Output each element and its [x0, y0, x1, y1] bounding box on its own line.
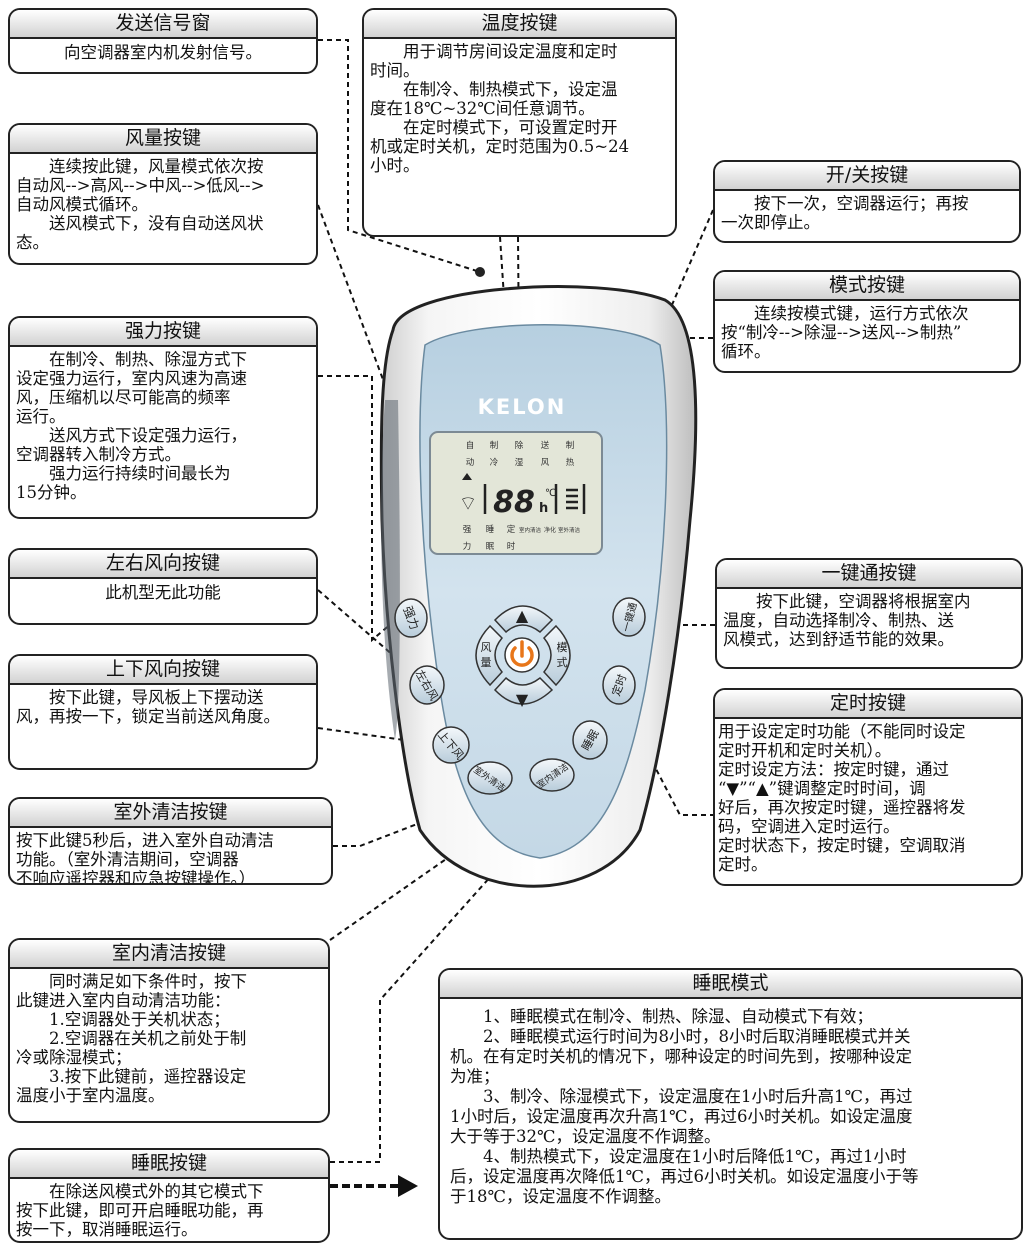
up-button	[493, 605, 554, 634]
mode-label-1: 模	[557, 641, 568, 654]
callout-vertical: 上下风向按键 按下此键，导风板上下摆动送 风，再按一下，锁定当前送风角度。	[8, 654, 318, 770]
callout-text: 按下此键，导风板上下摆动送 风，再按一下，锁定当前送风角度。	[16, 688, 280, 726]
callout-title: 左右风向按键	[10, 550, 316, 579]
fan-speed-label-2: 量	[481, 656, 492, 669]
mode-button	[542, 624, 571, 687]
lcd-fan-level-icon	[566, 488, 578, 510]
callout-title: 发送信号窗	[10, 10, 316, 39]
callout-mode: 模式按键 连续按模式键，运行方式依次 按“制冷-->除湿-->送风-->制热” …	[713, 270, 1021, 373]
fan-speed-label-1: 风	[481, 641, 492, 654]
lcd-bottom-1: 睡	[486, 525, 495, 535]
callout-title: 室外清洁按键	[10, 799, 331, 828]
callout-text: 在制冷、制热、除湿方式下 设定强力运行，室内风速为高速 风，压缩机以尽可能高的频…	[16, 350, 247, 502]
sleep-button	[572, 720, 608, 760]
lcd-bottom-2: 定	[507, 524, 516, 535]
callout-indoor-clean: 室内清洁按键 同时满足如下条件时，按下 此键进入室内自动清洁功能： 1.空调器处…	[8, 938, 330, 1123]
callout-title: 开/关按键	[715, 162, 1019, 191]
callout-sleep-mode: 睡眠模式 1、睡眠模式在制冷、制热、除湿、自动模式下有效； 2、睡眠模式运行时间…	[438, 968, 1023, 1240]
lcd-mode-bottom-0: 动	[466, 457, 475, 468]
callout-title: 定时按键	[715, 690, 1021, 719]
callout-timer: 定时按键 用于设定定时功能（不能同时设定 定时开机和定时关机）。 定时设定方法：…	[713, 688, 1023, 886]
lcd-display	[429, 431, 603, 555]
connector-strong	[318, 375, 406, 643]
callout-text: 按下此键5秒后，进入室外自动清洁 功能。（室外清洁期间，空调器 不响应遥控器和应…	[16, 831, 274, 885]
lcd-mode-top-0: 自	[466, 440, 475, 451]
lcd-mode-top-2: 除	[515, 440, 524, 451]
callout-text: 向空调器室内机发射信号。	[64, 43, 262, 62]
mode-label-2: 式	[557, 656, 568, 669]
lcd-bottom-0: 强	[463, 525, 472, 535]
lcd-bottom2-1: 眠	[486, 542, 495, 552]
callout-text: 此机型无此功能	[105, 583, 221, 602]
callout-send-window: 发送信号窗 向空调器室内机发射信号。	[8, 8, 318, 74]
callout-fan-speed: 风量按键 连续按此键，风量模式依次按 自动风-->高风-->中风-->低风-->…	[8, 123, 318, 265]
lcd-digits: 88	[493, 485, 535, 520]
lcd-indicator-icon	[462, 473, 472, 480]
callout-title: 上下风向按键	[10, 656, 316, 685]
brand-logo: KELON	[478, 395, 567, 419]
vertical-swing-button	[432, 726, 470, 764]
callout-title: 强力按键	[10, 318, 316, 347]
callout-text: 1、睡眠模式在制冷、制热、除湿、自动模式下有效； 2、睡眠模式运行时间为8小时，…	[450, 1007, 919, 1206]
callout-horizontal: 左右风向按键 此机型无此功能	[8, 548, 318, 625]
outdoor-clean-button	[467, 761, 513, 795]
callout-title: 室内清洁按键	[10, 940, 328, 969]
callout-text: 连续按模式键，运行方式依次 按“制冷-->除湿-->送风-->制热” 循环。	[721, 304, 969, 361]
lcd-bottom-4: 净化	[544, 526, 556, 534]
lcd-bottom-5: 室外清洁	[558, 526, 581, 534]
lcd-unit-c: ℃	[545, 488, 556, 499]
callout-text: 连续按此键，风量模式依次按 自动风-->高风-->中风-->低风--> 自动风模…	[16, 157, 265, 252]
callout-text: 在除送风模式外的其它模式下 按下此键，即可开启睡眠功能，再 按一下，取消睡眠运行…	[16, 1182, 264, 1239]
lcd-mode-bottom-1: 冷	[490, 457, 499, 468]
lcd-mode-bottom-2: 湿	[515, 457, 524, 468]
lcd-bottom-3: 室内清洁	[519, 526, 542, 534]
power-icon	[510, 640, 534, 667]
arrow-icon	[398, 1175, 418, 1197]
callout-temperature: 温度按键 用于调节房间设定温度和定时 时间。 在制冷、制热模式下，设定温 度在1…	[362, 8, 677, 237]
callout-title: 风量按键	[10, 125, 316, 154]
down-button	[493, 676, 554, 705]
callout-outdoor-clean: 室外清洁按键 按下此键5秒后，进入室外自动清洁 功能。（室外清洁期间，空调器 不…	[8, 797, 333, 885]
horizontal-swing-button	[409, 665, 445, 705]
lcd-mode-top-1: 制	[490, 440, 499, 451]
down-button-symbol: ▼	[516, 690, 529, 709]
lcd-unit-h: h	[539, 501, 548, 516]
callout-title: 睡眠按键	[10, 1150, 328, 1179]
lcd-mode-top-3: 送	[541, 440, 550, 451]
fan-speed-button	[475, 624, 504, 687]
one-key-button	[612, 597, 646, 637]
callout-title: 温度按键	[364, 10, 675, 39]
callout-title: 模式按键	[715, 272, 1019, 301]
lcd-mode-bottom-4: 热	[566, 457, 575, 468]
timer-button	[602, 665, 636, 705]
lcd-bottom2-0: 力	[463, 541, 472, 552]
callout-text: 用于设定定时功能（不能同时设定 定时开机和定时关机）。 定时设定方法：按定时键，…	[718, 722, 966, 874]
lcd-mode-top-4: 制	[566, 440, 575, 451]
up-button-symbol: ▲	[516, 606, 529, 625]
indoor-clean-button	[529, 758, 575, 792]
lcd-bottom2-2: 时	[507, 541, 516, 552]
callout-power: 开/关按键 按下一次，空调器运行；再按 一次即停止。	[713, 160, 1021, 243]
callout-text: 按下此键，空调器将根据室内 温度，自动选择制冷、制热、送 风模式，达到舒适节能的…	[723, 592, 971, 649]
callout-strong: 强力按键 在制冷、制热、除湿方式下 设定强力运行，室内风速为高速 风，压缩机以尽…	[8, 316, 318, 519]
strong-button	[394, 598, 428, 638]
callout-text: 按下一次，空调器运行；再按 一次即停止。	[721, 194, 969, 232]
lcd-signal-icon: ⌔	[459, 491, 478, 515]
callout-one-key: 一键通按键 按下此键，空调器将根据室内 温度，自动选择制冷、制热、送 风模式，达…	[715, 558, 1023, 669]
callout-title: 一键通按键	[717, 560, 1021, 589]
send-window-dot	[475, 267, 485, 277]
callout-sleep-key: 睡眠按键 在除送风模式外的其它模式下 按下此键，即可开启睡眠功能，再 按一下，取…	[8, 1148, 330, 1243]
lcd-mode-bottom-3: 风	[541, 458, 550, 468]
connector-send-window	[318, 39, 481, 273]
callout-title: 睡眠模式	[440, 970, 1021, 999]
callout-text: 用于调节房间设定温度和定时 时间。 在制冷、制热模式下，设定温 度在18℃~32…	[370, 42, 630, 175]
callout-text: 同时满足如下条件时，按下 此键进入室内自动清洁功能： 1.空调器处于关机状态； …	[16, 972, 247, 1105]
